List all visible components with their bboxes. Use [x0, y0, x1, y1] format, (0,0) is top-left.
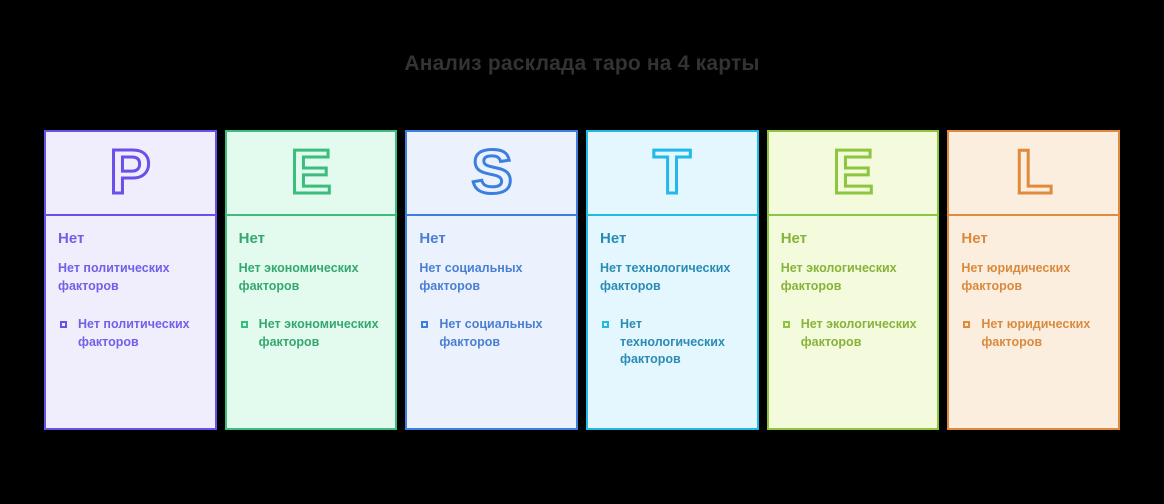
card-title: Нет	[238, 230, 265, 247]
bullet-square-icon	[963, 320, 971, 328]
card-title: Нет	[58, 230, 85, 247]
card-letter-header: T	[588, 132, 757, 216]
svg-text:E: E	[832, 141, 873, 205]
bullet-square-icon	[60, 320, 67, 328]
letter-l-outline-icon: L	[999, 141, 1069, 205]
card-factor-list: Нет социальных факторов	[419, 316, 564, 352]
card-factor-list: Нет юридических факторов	[961, 316, 1106, 352]
bullet-square-icon	[782, 320, 790, 328]
card-title: Нет	[961, 230, 988, 247]
card-subtitle: Нет экономических факторов	[238, 261, 359, 293]
card-letter-header: L	[949, 132, 1119, 216]
card-title: Нет	[780, 230, 808, 247]
svg-text:E: E	[290, 141, 331, 205]
letter-p-outline-icon: P	[95, 141, 165, 205]
list-item: Нет технологических факторов	[600, 316, 745, 369]
svg-text:S: S	[471, 141, 512, 205]
card-factor-list: Нет технологических факторов	[600, 316, 745, 369]
card-factor-list: Нет экономических факторов	[239, 316, 384, 352]
card-subtitle: Нет политических факторов	[58, 261, 170, 293]
card-factor-list: Нет экологических факторов	[781, 316, 926, 352]
list-item: Нет юридических факторов	[961, 316, 1106, 352]
letter-t-outline-icon: T	[637, 141, 707, 205]
list-item-label: Нет политических факторов	[78, 316, 190, 349]
letter-e-outline-icon: E	[276, 141, 346, 205]
list-item: Нет социальных факторов	[419, 316, 564, 352]
list-item: Нет экологических факторов	[781, 316, 926, 352]
list-item: Нет политических факторов	[58, 316, 203, 352]
list-item-label: Нет юридических факторов	[981, 316, 1091, 349]
bullet-square-icon	[421, 320, 429, 328]
letter-e-outline-icon: E	[818, 141, 888, 205]
card-title: Нет	[600, 230, 627, 247]
list-item-label: Нет технологических факторов	[620, 316, 725, 367]
svg-text:T: T	[653, 141, 691, 205]
letter-s-outline-icon: S	[457, 141, 527, 205]
card-subtitle: Нет юридических факторов	[961, 261, 1071, 293]
card-subtitle: Нет экологических факторов	[780, 261, 897, 293]
card-title: Нет	[419, 230, 446, 247]
bullet-square-icon	[602, 320, 610, 328]
svg-text:L: L	[1015, 141, 1053, 205]
list-item-label: Нет социальных факторов	[439, 316, 543, 349]
list-item: Нет экономических факторов	[239, 316, 384, 352]
card-letter-header: E	[768, 132, 938, 216]
card-subtitle: Нет технологических факторов	[600, 261, 731, 293]
list-item-label: Нет экологических факторов	[800, 316, 917, 349]
card-letter-header: E	[226, 132, 396, 216]
card-subtitle: Нет социальных факторов	[419, 261, 523, 293]
bullet-square-icon	[240, 320, 248, 328]
card-letter-header: P	[46, 132, 215, 216]
list-item-label: Нет экономических факторов	[258, 316, 379, 349]
page-title: Анализ расклада таро на 4 карты	[404, 52, 760, 75]
svg-text:P: P	[110, 141, 151, 205]
card-factor-list: Нет политических факторов	[58, 316, 203, 352]
card-letter-header: S	[407, 132, 577, 216]
